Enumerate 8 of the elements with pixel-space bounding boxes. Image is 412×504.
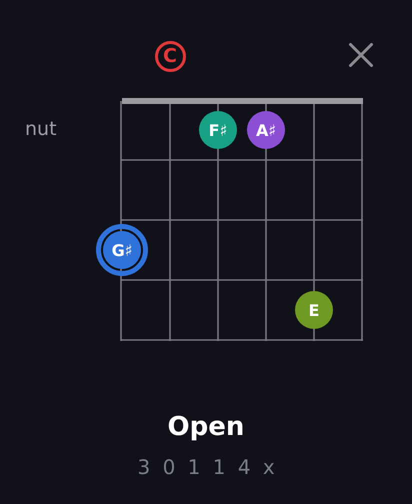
chord-title: Open xyxy=(168,412,244,442)
note-dot: A♯ xyxy=(247,111,285,149)
fingering-text: 3 0 1 1 4 x xyxy=(138,455,278,479)
nut-label: nut xyxy=(25,118,57,140)
note-dot: G♯ xyxy=(96,224,148,276)
note-dot: F♯ xyxy=(199,111,237,149)
note-dot: E xyxy=(295,291,333,329)
open-string-ring: C xyxy=(154,40,186,72)
